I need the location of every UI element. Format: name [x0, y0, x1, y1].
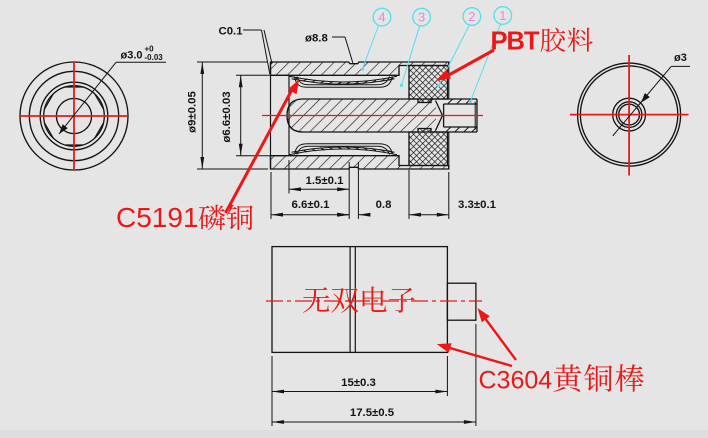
- svg-text:6.6±0.1: 6.6±0.1: [292, 199, 331, 211]
- svg-text:PBT: PBT: [491, 27, 540, 55]
- svg-text:+0: +0: [145, 45, 155, 54]
- svg-text:2: 2: [468, 9, 475, 24]
- svg-text:0.8: 0.8: [376, 199, 392, 211]
- svg-text:ø3.0: ø3.0: [121, 50, 143, 62]
- svg-text:4: 4: [378, 10, 385, 25]
- svg-text:1: 1: [499, 8, 506, 23]
- svg-text:1.5±0.1: 1.5±0.1: [306, 175, 345, 187]
- svg-text:17.5±0.5: 17.5±0.5: [350, 407, 395, 419]
- svg-text:15±0.3: 15±0.3: [341, 377, 376, 389]
- svg-text:3: 3: [418, 10, 425, 25]
- svg-text:ø6.6±0.03: ø6.6±0.03: [221, 91, 233, 142]
- svg-text:C3604: C3604: [479, 367, 553, 395]
- svg-text:3.3±0.1: 3.3±0.1: [458, 199, 497, 211]
- svg-text:ø9±0.05: ø9±0.05: [187, 90, 199, 132]
- svg-text:C5191: C5191: [116, 202, 199, 233]
- svg-text:-0.03: -0.03: [145, 53, 164, 62]
- svg-text:ø8.8: ø8.8: [305, 33, 328, 45]
- svg-text:ø3: ø3: [674, 52, 687, 64]
- svg-text:C0.1: C0.1: [219, 26, 244, 38]
